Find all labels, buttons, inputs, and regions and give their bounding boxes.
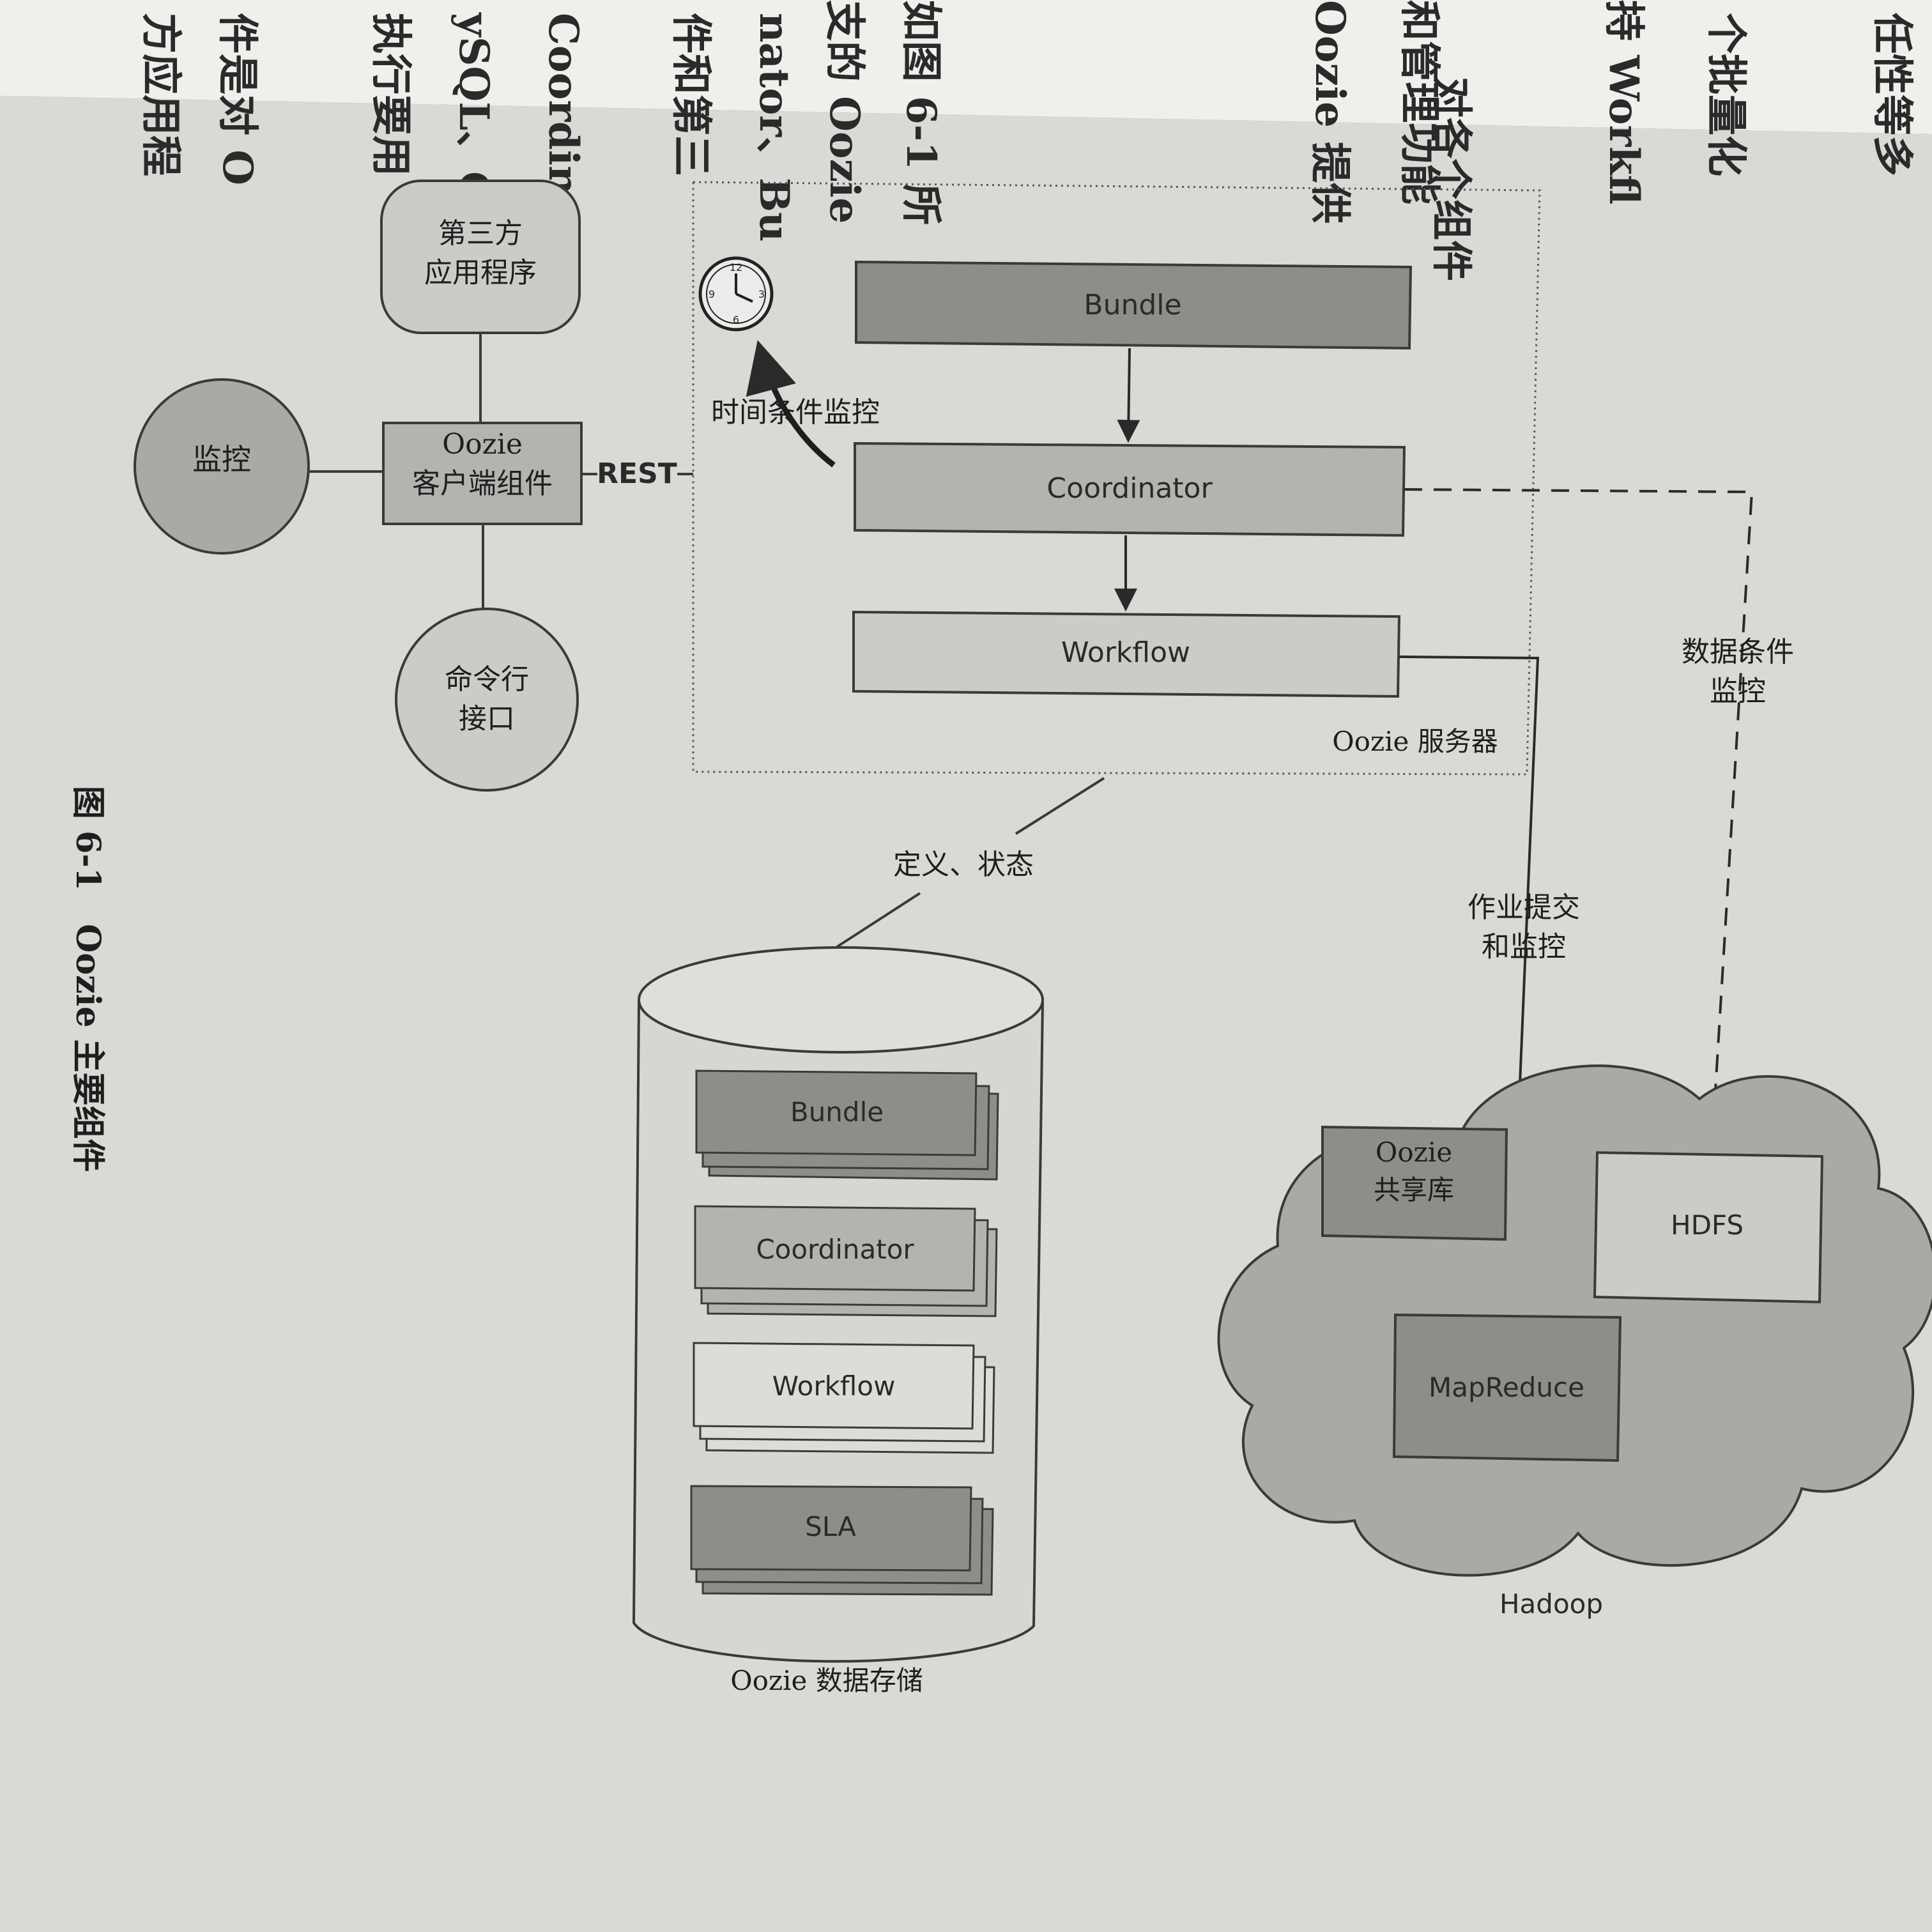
oozie-client-component-label: Oozie 客户端组件 [412,428,553,500]
bleed-text: 执行要用 [367,13,415,176]
label-line: 监控 [1710,675,1766,708]
label-line: Oozie [1376,1137,1452,1168]
time-monitor-arrow [746,340,836,468]
def-status-label: 定义、状态 [893,848,1034,881]
bleed-text: ySQL、O [450,12,498,207]
bleed-text: 任性等多 [1868,13,1916,176]
bleed-text: 方应用程 [137,13,185,176]
store-bundle-label: Bundle [790,1096,884,1128]
store-item-sla [690,1485,994,1596]
store-item-workflow [693,1342,995,1454]
server-coordinator-label: Coordinator [1046,472,1213,505]
cli-circle [395,608,579,792]
bleed-text: 个批量化 [1702,13,1750,176]
clock-digit: 3 [758,288,765,300]
bundle-to-coordinator-arrow [1117,348,1140,443]
server-bundle-label: Bundle [1084,289,1181,321]
mapreduce-box [1392,1313,1622,1462]
label-line: 命令行 [445,663,529,696]
clock-icon: 12 3 6 9 [698,256,774,332]
label-line: 作业提交 [1468,891,1580,924]
client-group [307,332,693,610]
label-line: 和监控 [1482,931,1566,963]
data-monitor-label: 数据条件监控 [1682,636,1794,708]
store-item-coordinator [694,1205,998,1317]
bleed-text: 件是对 O [213,13,261,185]
store-sla-label: SLA [805,1511,856,1542]
store-coordinator-label: Coordinator [756,1234,914,1265]
label-line: 应用程序 [424,257,537,289]
previous-page [0,0,1932,134]
monitor-label: 监控 [192,442,251,477]
oozie-sharelib-label: Oozie 共享库 [1374,1137,1454,1206]
label-line: Oozie [442,428,523,461]
server-workflow-label: Workflow [1061,636,1190,669]
server-coordinator-box [854,441,1406,537]
bleed-text: 和管理功能 [1395,0,1443,204]
label-line: 第三方 [438,217,523,250]
server-bundle-box [855,260,1413,350]
clock-digit: 12 [730,261,742,273]
oozie-server-boundary [692,181,1541,776]
bleed-text-group: Coordin nator、Bu Oozie 提供 和管理功能 持 Workfl… [137,0,1916,281]
label-line: 共享库 [1374,1174,1454,1206]
label-line: 数据条件 [1682,636,1794,668]
data-monitor-path [1404,488,1754,1147]
server-workflow-box [852,610,1401,698]
bleed-text: nator、Bu [750,13,798,242]
hdfs-label: HDFS [1671,1209,1744,1241]
bleed-text: 持 Workfl [1600,0,1648,204]
time-monitor-label: 时间条件监控 [711,396,880,429]
cli-label: 命令行接口 [445,663,529,735]
store-connector [1015,777,1105,835]
label-line: 接口 [459,703,515,735]
store-item-bundle [695,1070,999,1181]
store-workflow-label: Workflow [772,1370,896,1402]
mapreduce-label: MapReduce [1429,1372,1584,1403]
clock-digit: 6 [733,314,739,326]
bleed-text: 支的 Oozie [820,0,868,224]
bleed-text: 对各个组件 [1427,77,1475,281]
oozie-sharelib-box [1321,1125,1508,1241]
figure-caption: 图 6-1 Oozie 主要组件 [68,786,107,1172]
hadoop-label: Hadoop [1499,1588,1603,1620]
bleed-text: 如图 6-1 所 [897,0,945,225]
bleed-text: Oozie 提供 [1306,0,1354,224]
store-connector [836,892,921,948]
hdfs-box [1593,1151,1824,1304]
oozie-server-label: Oozie 服务器 [1332,726,1498,757]
clock-digit: 9 [709,288,715,300]
rest-label: REST [597,457,677,490]
oozie-client-component-box [382,422,583,525]
third-party-app-label: 第三方应用程序 [424,217,537,289]
label-line: 客户端组件 [412,468,553,500]
data-store-label: Oozie 数据存储 [730,1665,923,1696]
bleed-text: Coordin [539,13,587,195]
job-submit-label: 作业提交和监控 [1468,891,1580,963]
third-party-app-box [380,180,581,334]
monitor-circle [134,378,310,555]
bleed-text: 件和第三 [667,13,715,176]
